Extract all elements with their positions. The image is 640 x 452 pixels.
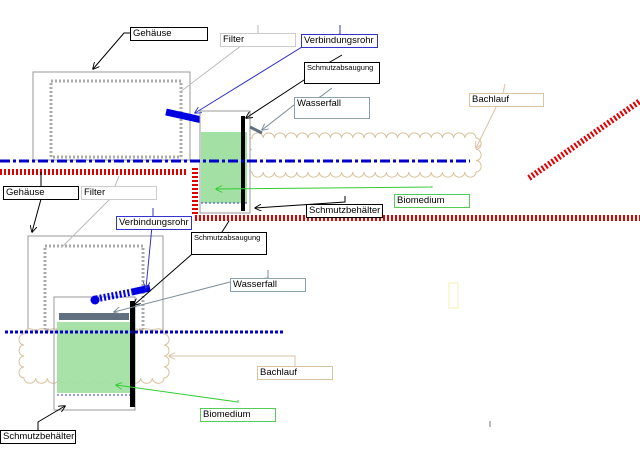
leader-behaelter-top	[255, 196, 346, 208]
label-schmutzbehaelter-bottom: Schmutzbehälter	[0, 430, 76, 444]
pipe-bottom-end	[131, 284, 151, 296]
label-filter-top: Filter	[220, 33, 296, 47]
label-schmutzbehaelter-top: Schmutzbehälter	[306, 204, 383, 218]
housing-top	[32, 71, 191, 161]
biomedium-bottom	[57, 322, 131, 393]
label-verbindungsrohr-bottom: Verbindungsrohr	[116, 216, 192, 230]
label-gehaeuse-bottom: Gehäuse	[3, 186, 79, 200]
waterfall-bottom	[59, 313, 129, 320]
leader-biomedium-bottom	[116, 385, 239, 403]
label-wasserfall-bottom: Wasserfall	[230, 278, 306, 292]
label-biomedium-bottom: Biomedium	[200, 408, 276, 422]
label-biomedium-top: Biomedium	[394, 194, 470, 208]
filter-top	[49, 79, 183, 159]
label-verbindungsrohr-top: Verbindungsrohr	[301, 34, 378, 48]
label-schmutzabsaugung-bottom: Schmutzabsaugung	[191, 232, 267, 255]
pipe-top	[165, 108, 203, 124]
pipe-bottom-inlet	[90, 295, 100, 305]
leader-gehaeuse-top	[93, 32, 130, 69]
leader-biomedium-top	[216, 186, 433, 189]
label-gehaeuse-top: Gehäuse	[130, 27, 208, 41]
label-wasserfall-top: Wasserfall	[294, 97, 370, 119]
pipe-bottom	[95, 288, 133, 303]
leader-behaelter-bottom	[37, 406, 65, 430]
biomedium-top	[201, 132, 247, 203]
leader-bachlauf-bottom	[169, 356, 296, 366]
waterfall-top	[249, 125, 263, 135]
suction-pipe-top	[241, 116, 245, 211]
bachlauf-cloud-top	[246, 132, 482, 178]
label-filter-bottom: Filter	[81, 186, 157, 200]
suction-pipe-bottom	[130, 301, 135, 407]
label-bachlauf-top: Bachlauf	[469, 93, 544, 107]
small-yellow-shape	[448, 282, 459, 309]
leader-gehaeuse-bottom	[32, 172, 42, 232]
small-gray-mark	[489, 421, 491, 427]
label-bachlauf-bottom: Bachlauf	[257, 366, 333, 380]
ground-line	[0, 98, 640, 221]
label-schmutzabsaugung-top: Schmutzabsaugung	[304, 62, 380, 84]
